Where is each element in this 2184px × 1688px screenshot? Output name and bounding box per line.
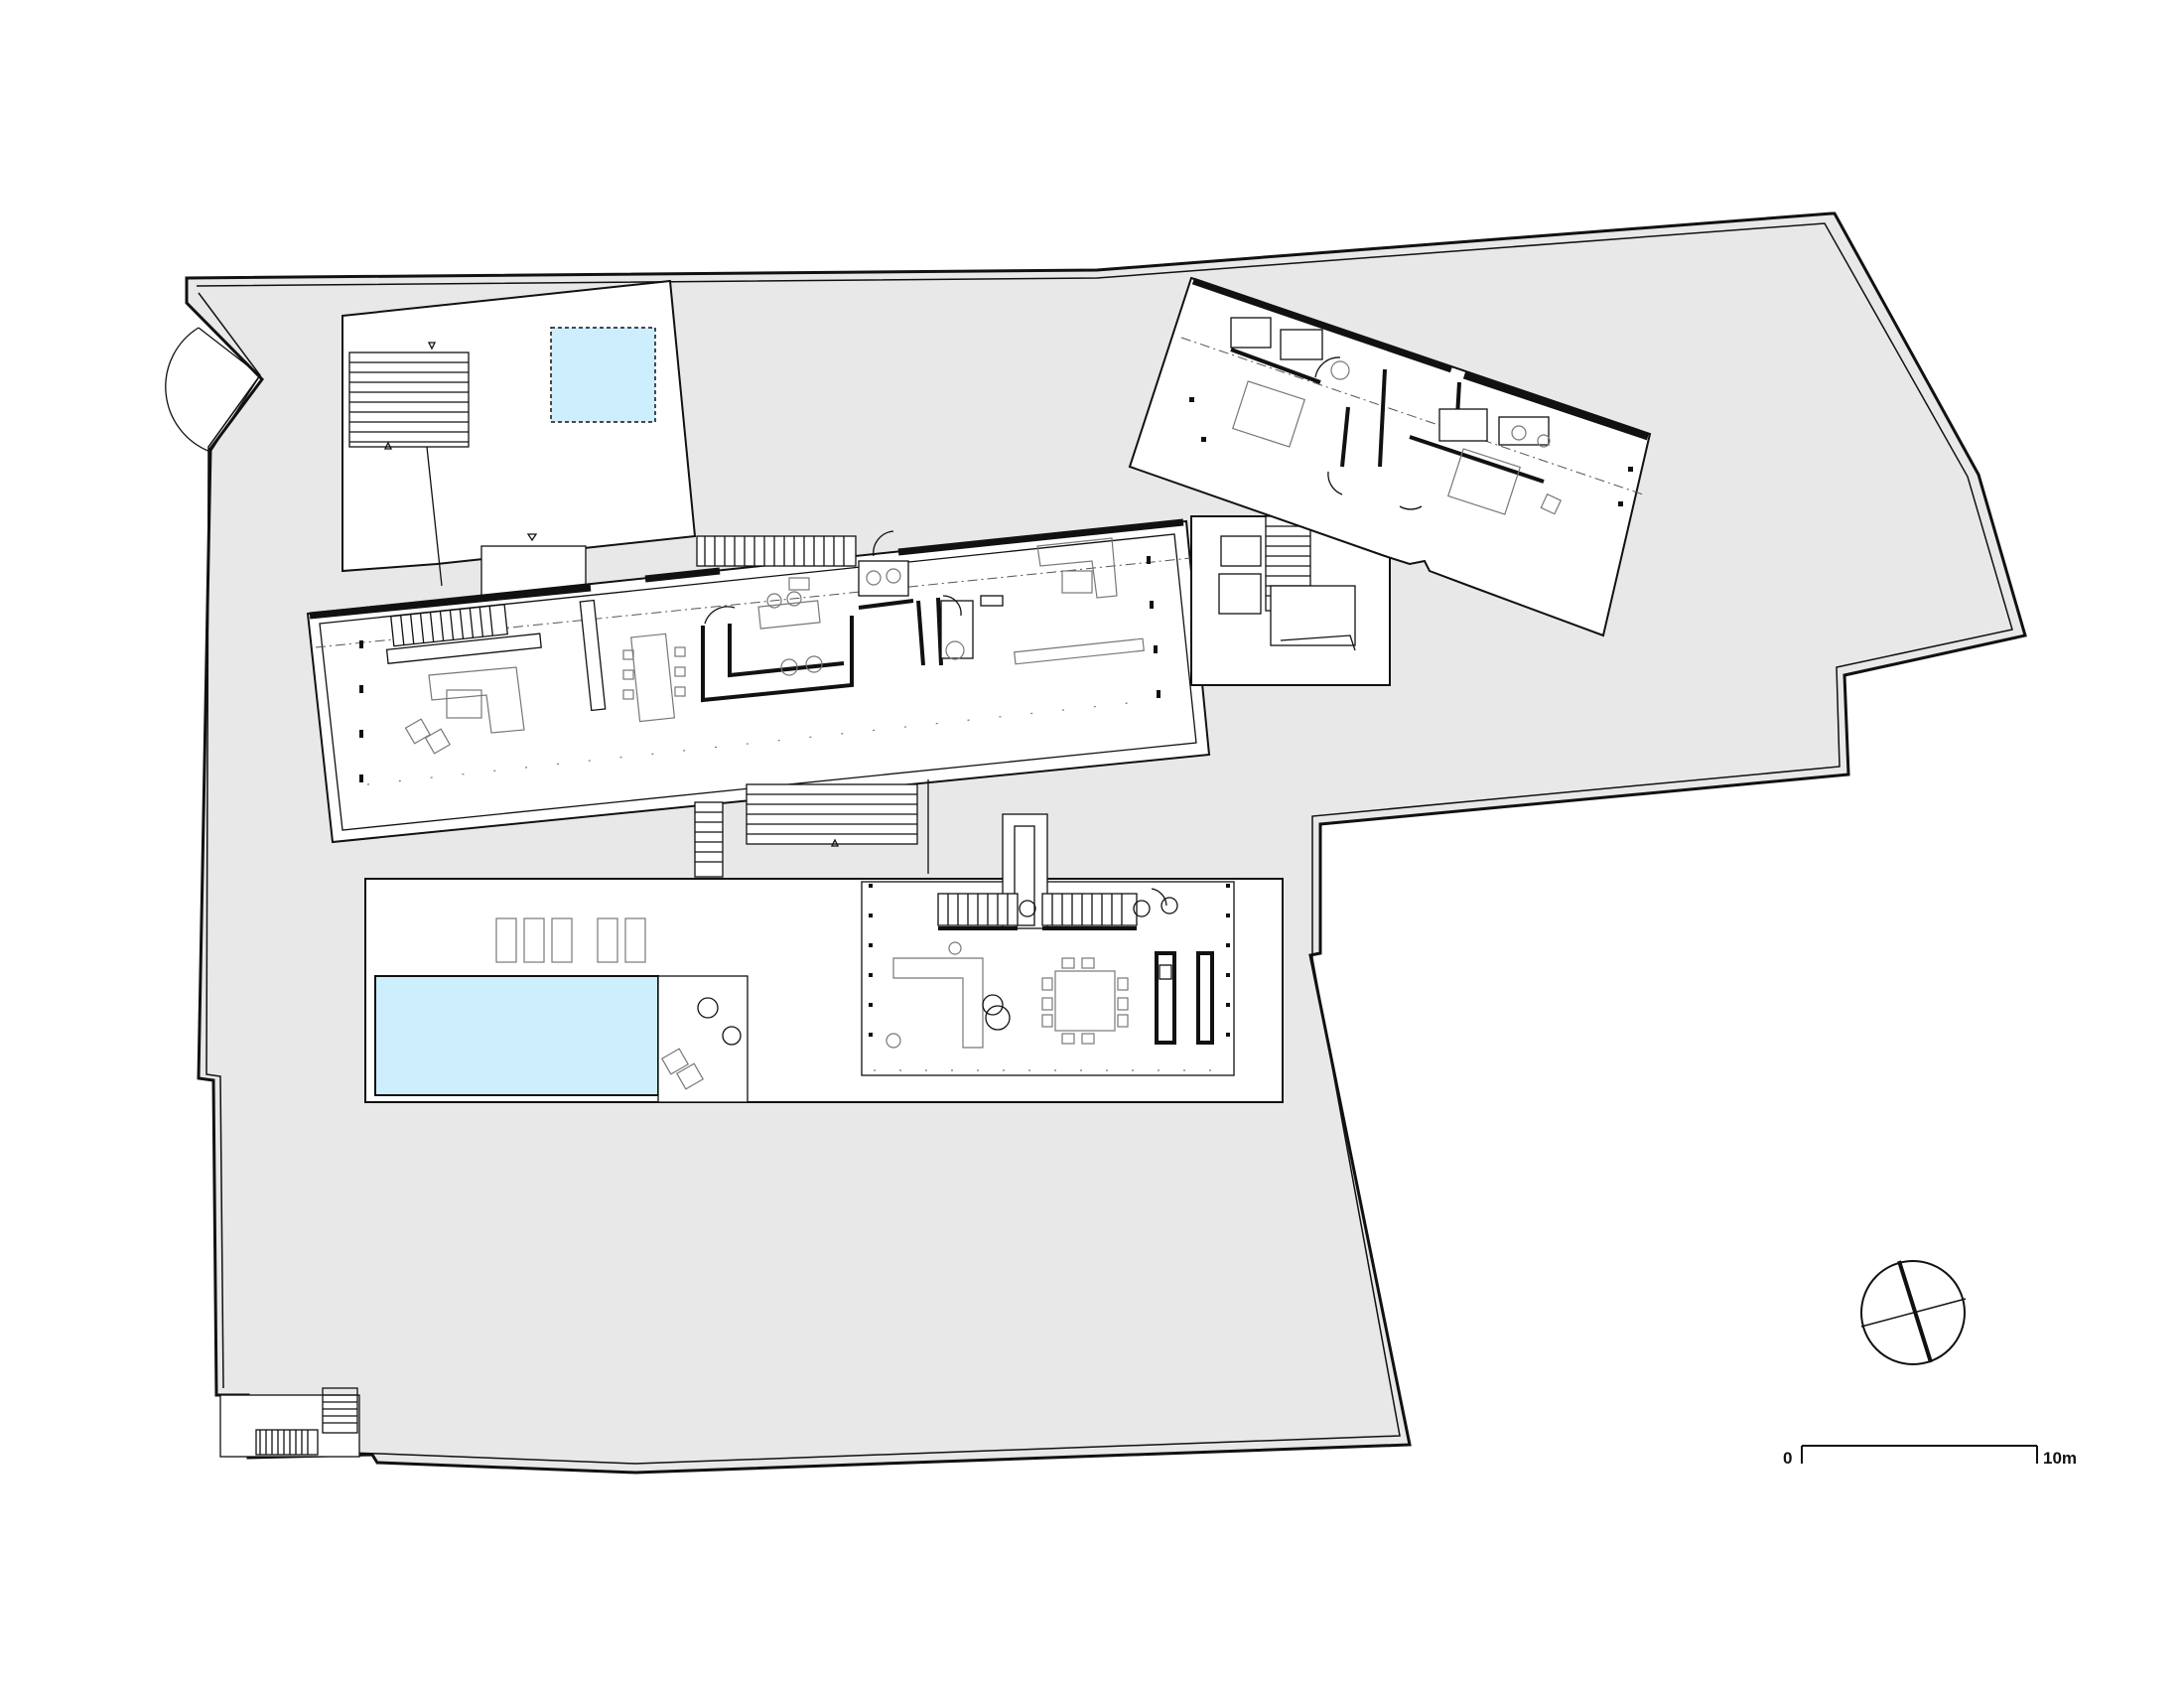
- pool-terrace: [364, 878, 1284, 1103]
- bedroom-wing: [1128, 276, 1652, 637]
- scale-end-label: 10m: [2043, 1449, 2077, 1468]
- plunge-pool: [550, 327, 656, 423]
- scale-start-label: 0: [1783, 1449, 1792, 1468]
- entrance-gate: [165, 327, 261, 453]
- pool-pavilion: [861, 813, 1235, 1076]
- scale-bar: 0 10m: [1783, 1445, 2077, 1468]
- garden-steps: [694, 779, 929, 878]
- main-house: [306, 518, 1211, 844]
- columns: [359, 556, 1160, 782]
- service-stair: [219, 1387, 360, 1458]
- swimming-pool: [374, 975, 659, 1096]
- upper-terrace: [341, 279, 697, 597]
- north-arrow-icon: [1860, 1260, 1967, 1365]
